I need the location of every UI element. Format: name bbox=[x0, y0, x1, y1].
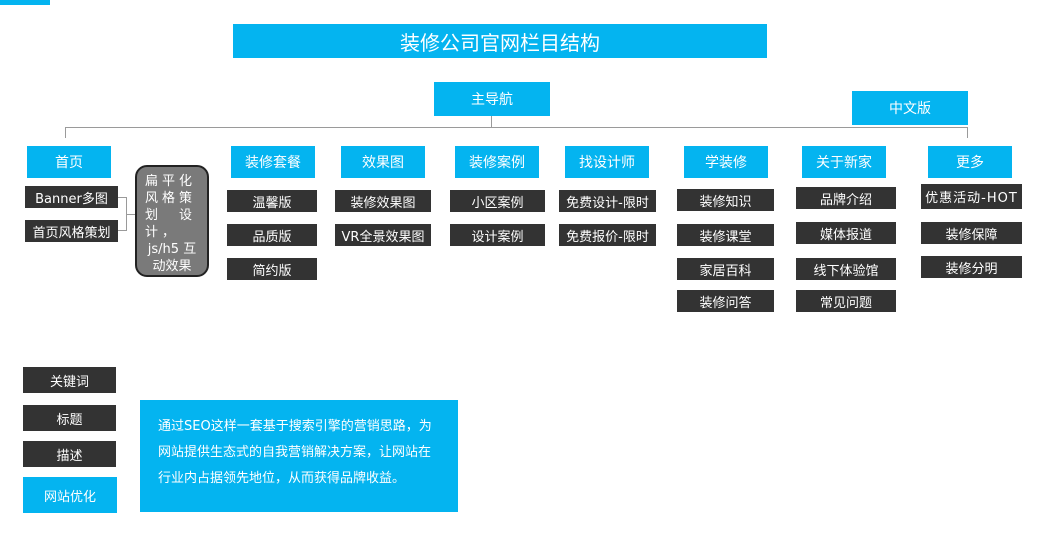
item-case: 小区案例 bbox=[450, 190, 545, 212]
column-header-about: 关于新家 bbox=[802, 146, 886, 178]
main-nav-node: 主导航 bbox=[434, 82, 550, 116]
item-more: 优惠活动-HOT bbox=[921, 184, 1022, 209]
note-char: 计 bbox=[145, 225, 159, 240]
note-char: 格 bbox=[162, 191, 176, 206]
note-char bbox=[166, 207, 170, 224]
note-col: 平 格 ， bbox=[162, 173, 175, 241]
item-designer: 免费报价-限时 bbox=[559, 224, 656, 246]
connector-main-down bbox=[491, 116, 492, 128]
item-learn: 装修课堂 bbox=[677, 224, 774, 246]
item-about: 媒体报道 bbox=[796, 222, 896, 244]
item-learn: 装修知识 bbox=[677, 189, 774, 211]
note-char: 风 bbox=[145, 191, 159, 206]
bracket-line bbox=[118, 230, 126, 231]
item-more: 装修保障 bbox=[921, 222, 1022, 244]
item-package: 品质版 bbox=[227, 224, 317, 246]
bracket-line bbox=[126, 214, 135, 215]
diagram-title: 装修公司官网栏目结构 bbox=[233, 24, 767, 58]
item-more: 装修分明 bbox=[921, 256, 1022, 278]
item-rendering: 装修效果图 bbox=[335, 190, 431, 212]
note-char: 扁 bbox=[145, 174, 159, 189]
item-about: 品牌介绍 bbox=[796, 187, 896, 209]
bracket-line bbox=[118, 197, 126, 198]
item-case: 设计案例 bbox=[450, 224, 545, 246]
corner-accent bbox=[0, 0, 50, 5]
note-char: 设 bbox=[179, 208, 193, 223]
connector-drop-8 bbox=[967, 127, 968, 138]
column-header-renderings: 效果图 bbox=[341, 146, 425, 178]
homepage-style-note: 扁 风 划 计 平 格 ， 化 策 设 js/h5 互 动效果 bbox=[135, 165, 209, 277]
seo-section-label: 网站优化 bbox=[23, 477, 117, 513]
item-learn: 装修问答 bbox=[677, 290, 774, 312]
column-header-cases: 装修案例 bbox=[455, 146, 539, 178]
column-header-packages: 装修套餐 bbox=[231, 146, 315, 178]
note-col: 扁 风 划 计 bbox=[145, 173, 158, 241]
column-header-learn: 学装修 bbox=[684, 146, 768, 178]
note-columns: 扁 风 划 计 平 格 ， 化 策 设 bbox=[145, 173, 199, 241]
seo-note: 通过SEO这样一套基于搜索引擎的营销思路，为网站提供生态式的自我营销解决方案，让… bbox=[140, 400, 458, 512]
note-char: 化 bbox=[179, 174, 193, 189]
chinese-version-node: 中文版 bbox=[852, 91, 968, 125]
column-header-home: 首页 bbox=[27, 146, 111, 178]
note-line: js/h5 互 bbox=[147, 242, 197, 257]
note-char: 策 bbox=[179, 191, 193, 206]
item-rendering: VR全景效果图 bbox=[335, 224, 431, 246]
column-header-designers: 找设计师 bbox=[565, 146, 649, 178]
item-home-banner: Banner多图 bbox=[25, 186, 118, 208]
connector-drop-1 bbox=[65, 127, 66, 138]
note-col: 化 策 设 bbox=[179, 173, 192, 241]
note-line: 动效果 bbox=[152, 259, 192, 274]
item-home-style: 首页风格策划 bbox=[25, 220, 118, 242]
item-package: 简约版 bbox=[227, 258, 317, 280]
item-package: 温馨版 bbox=[227, 190, 317, 212]
seo-description: 描述 bbox=[23, 441, 116, 467]
item-about: 常见问题 bbox=[796, 290, 896, 312]
note-char bbox=[183, 224, 187, 241]
connector-horizontal bbox=[65, 127, 968, 128]
note-char: ， bbox=[162, 225, 176, 240]
note-char: 平 bbox=[162, 174, 176, 189]
seo-keywords: 关键词 bbox=[23, 367, 116, 393]
item-designer: 免费设计-限时 bbox=[559, 190, 656, 212]
item-about: 线下体验馆 bbox=[796, 258, 896, 280]
item-learn: 家居百科 bbox=[677, 258, 774, 280]
column-header-more: 更多 bbox=[928, 146, 1012, 178]
note-char: 划 bbox=[145, 208, 159, 223]
seo-title: 标题 bbox=[23, 405, 116, 431]
